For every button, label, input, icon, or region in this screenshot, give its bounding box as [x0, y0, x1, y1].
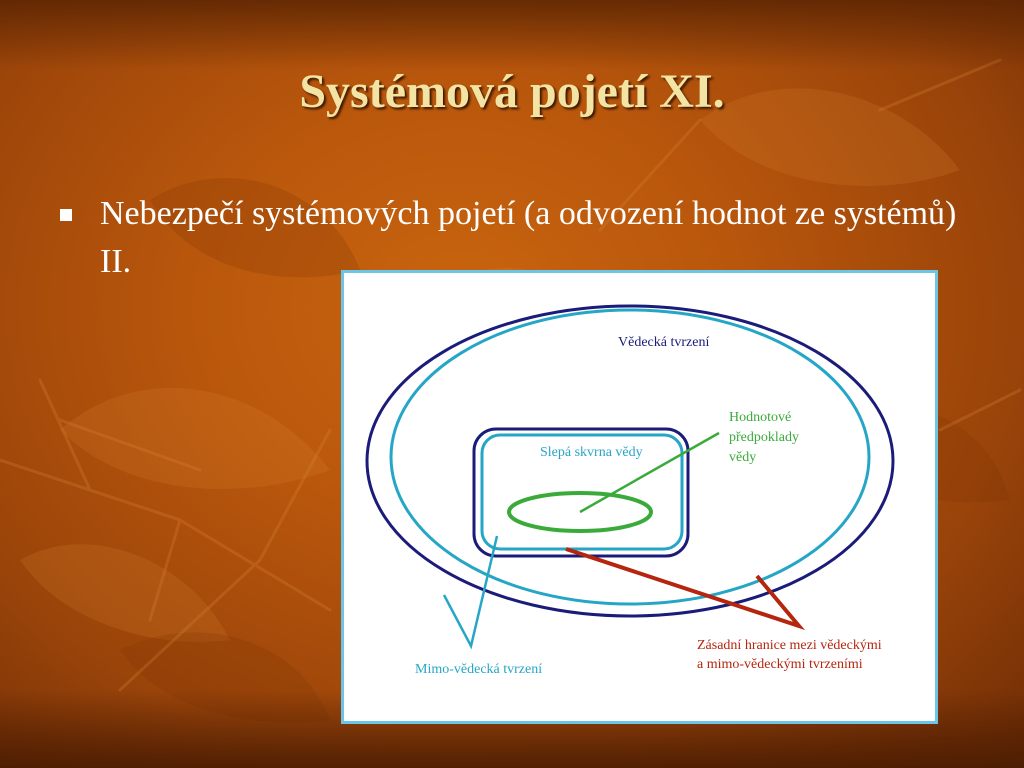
bullet-point: Nebezpečí systémových pojetí (a odvození… — [60, 190, 960, 286]
outer-ellipse-cyan — [389, 308, 871, 606]
value-assumptions-label-line3: vědy — [729, 450, 756, 465]
value-assumptions-pointer — [579, 431, 720, 514]
boundary-label-line2: a mimo-vědeckými tvrzeními — [697, 657, 863, 672]
value-assumptions-label-line2: předpoklady — [729, 430, 799, 445]
outside-claims-pointer — [442, 535, 499, 650]
bullet-text: Nebezpečí systémových pojetí (a odvození… — [100, 195, 957, 280]
boundary-label-line1: Zásadní hranice mezi vědeckými — [697, 638, 882, 653]
scientific-claims-label: Vědecká tvrzení — [618, 335, 709, 350]
boundary-pointer — [565, 547, 806, 631]
slide-title: Systémová pojetí XI. — [299, 65, 725, 118]
blind-spot-label: Slepá skvrna vědy — [540, 445, 643, 460]
outside-claims-label: Mimo-vědecká tvrzení — [415, 662, 542, 677]
science-boundary-diagram: Vědecká tvrzení Slepá skvrna vědy Hodnot… — [341, 270, 938, 724]
blind-spot-rect-cyan — [480, 433, 684, 551]
square-bullet-icon — [60, 209, 72, 221]
value-assumptions-ellipse — [507, 491, 653, 533]
outer-ellipse-navy — [365, 304, 895, 618]
value-assumptions-label-line1: Hodnotové — [729, 410, 791, 425]
